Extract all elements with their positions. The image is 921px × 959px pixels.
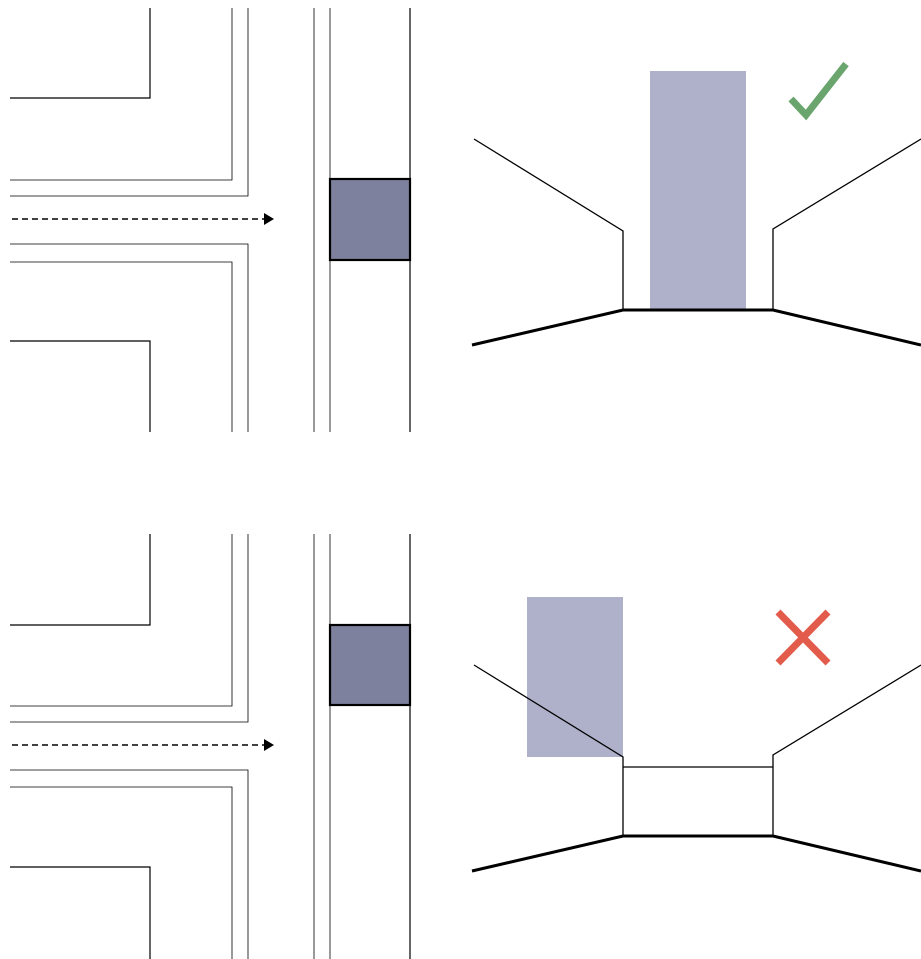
street-edge <box>10 8 233 181</box>
building-footprint <box>328 177 412 262</box>
street-edge <box>10 261 233 432</box>
block-outline <box>10 8 151 99</box>
building-footprint <box>328 623 412 707</box>
arrowhead-icon <box>264 739 274 751</box>
street-edge <box>10 534 233 707</box>
left-street-wall <box>473 664 624 836</box>
perspective-view-top <box>471 61 921 347</box>
block-outline <box>10 340 151 432</box>
panel-correct <box>10 8 921 432</box>
plan-view-bottom <box>10 534 412 959</box>
left-street-wall <box>473 138 624 310</box>
block-outline <box>10 534 151 626</box>
ground-line <box>471 834 921 873</box>
ground-line <box>471 308 921 347</box>
street-edge <box>10 534 249 723</box>
street-edge <box>10 8 249 197</box>
plan-view-top <box>10 8 412 432</box>
street-edge <box>10 769 249 959</box>
misaligned-building <box>527 597 623 757</box>
cross-icon <box>775 609 831 666</box>
arrowhead-icon <box>264 213 274 225</box>
right-street-wall <box>772 138 921 310</box>
street-edge <box>10 243 249 432</box>
block-outline <box>10 866 151 959</box>
right-street-wall <box>772 664 921 836</box>
perspective-view-bottom <box>471 597 921 873</box>
street-edge <box>10 786 233 959</box>
view-terminating-building <box>650 71 746 310</box>
checkmark-icon <box>788 61 849 121</box>
panel-incorrect <box>10 534 921 959</box>
